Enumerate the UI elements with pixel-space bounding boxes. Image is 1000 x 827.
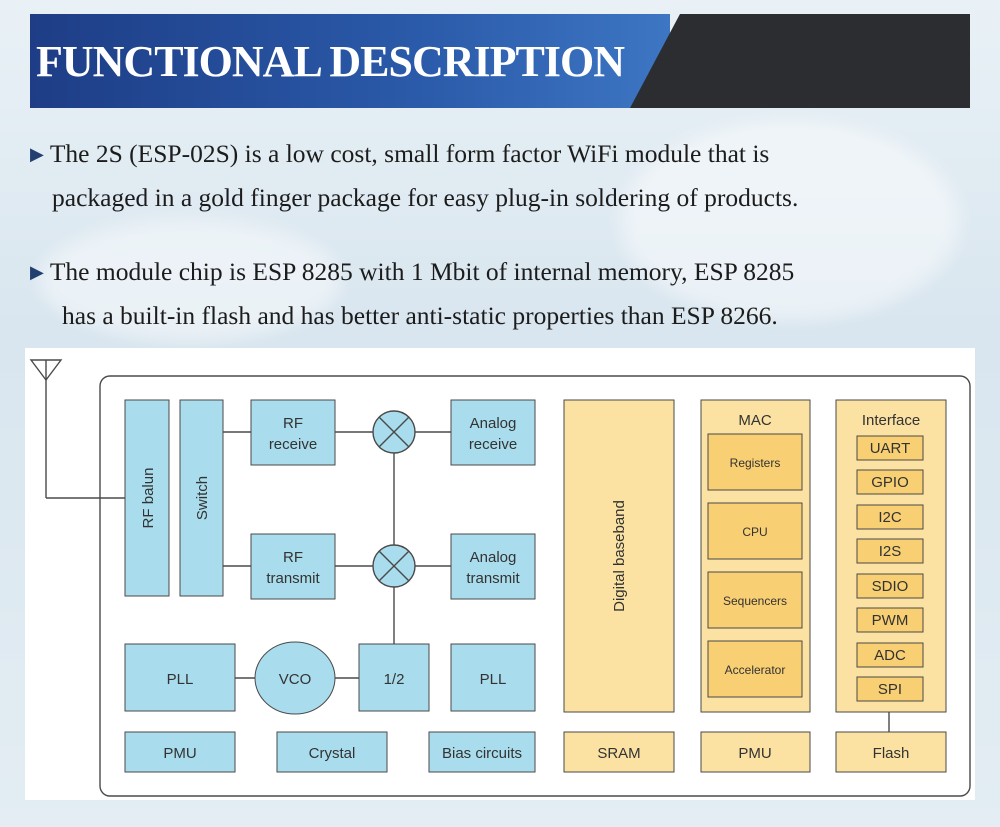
interface-item-label: SDIO [872, 578, 909, 595]
interface-spi-block [856, 676, 924, 702]
flash-label: Flash [873, 745, 910, 762]
mac-item-label: Registers [730, 456, 781, 470]
analog-transmit-label: transmit [466, 570, 520, 587]
mac-item-label: Sequencers [723, 594, 787, 608]
interface-item-label: I2C [878, 509, 902, 526]
pll-left-block [124, 643, 236, 712]
paragraph-line: The 2S (ESP-02S) is a low cost, small fo… [49, 139, 770, 168]
paragraph-line: has a built-in flash and has better anti… [62, 301, 778, 330]
flash-block [835, 731, 947, 773]
switch-block [179, 399, 224, 597]
chip-border [99, 375, 971, 797]
background-highlight [40, 220, 340, 340]
analog-transmit-label: Analog [470, 549, 517, 566]
divider-label: 1/2 [384, 671, 405, 688]
paragraph-line: packaged in a gold finger package for ea… [52, 183, 799, 212]
paragraph-line: The module chip is ESP 8285 with 1 Mbit … [49, 257, 795, 286]
paragraph-1: ▶The 2S (ESP-02S) is a low cost, small f… [30, 132, 980, 220]
switch-label: Switch [194, 476, 211, 520]
interface-i2c-block [856, 504, 924, 530]
rf-transmit-block [250, 533, 336, 600]
analog-receive-block [450, 399, 536, 466]
pll-left-label: PLL [167, 671, 194, 688]
title-banner: FUNCTIONAL DESCRIPTION [30, 14, 970, 108]
rf-receive-label: receive [269, 436, 317, 453]
mac-item-label: CPU [742, 525, 767, 539]
interface-adc-block [856, 642, 924, 668]
interface-item-label: SPI [878, 681, 902, 698]
interface-gpio-block [856, 469, 924, 495]
vco-label: VCO [279, 671, 312, 688]
mac-registers-block [707, 433, 803, 491]
pmu-right-label: PMU [738, 745, 771, 762]
bias-circuits-block [428, 731, 536, 773]
pmu-left-label: PMU [163, 745, 196, 762]
mac-cpu-block [707, 502, 803, 560]
pmu-right-block [700, 731, 811, 773]
background-highlight [620, 120, 960, 320]
rf-balun-label: RF balun [140, 468, 157, 529]
banner-dark-band [630, 14, 970, 108]
pll-right-label: PLL [480, 671, 507, 688]
mac-item-label: Accelerator [725, 663, 786, 677]
analog-receive-label: receive [469, 436, 517, 453]
interface-item-label: UART [870, 440, 911, 457]
rf-transmit-label: RF [283, 549, 303, 566]
interface-i2s-block [856, 538, 924, 564]
triangle-right-icon: ▶ [30, 144, 44, 164]
bias-circuits-label: Bias circuits [442, 745, 522, 762]
interface-pwm-block [856, 607, 924, 633]
divider-block [358, 643, 430, 712]
sram-label: SRAM [597, 745, 640, 762]
sram-block [563, 731, 675, 773]
rf-transmit-label: transmit [266, 570, 320, 587]
triangle-right-icon: ▶ [30, 262, 44, 282]
block-diagram-svg: RF balun Switch RF receive RF transmit A… [29, 359, 971, 797]
analog-transmit-block [450, 533, 536, 600]
interface-title: Interface [862, 412, 920, 429]
rf-balun-block [124, 399, 170, 597]
analog-receive-label: Analog [470, 415, 517, 432]
interface-item-label: PWM [872, 612, 909, 629]
pmu-left-block [124, 731, 236, 773]
paragraph-2: ▶The module chip is ESP 8285 with 1 Mbit… [30, 250, 980, 338]
interface-item-label: I2S [879, 543, 902, 560]
mac-title: MAC [738, 412, 772, 429]
mac-accelerator-block [707, 640, 803, 698]
interface-item-label: ADC [874, 647, 906, 664]
rf-receive-label: RF [283, 415, 303, 432]
digital-baseband-label: Digital baseband [611, 500, 628, 612]
vco-block [254, 641, 336, 715]
mac-sequencers-block [707, 571, 803, 629]
crystal-label: Crystal [309, 745, 356, 762]
digital-baseband-block [563, 399, 675, 713]
interface-uart-block [856, 435, 924, 461]
page-title: FUNCTIONAL DESCRIPTION [36, 37, 625, 86]
interface-sdio-block [856, 573, 924, 599]
crystal-block [276, 731, 388, 773]
pll-right-block [450, 643, 536, 712]
interface-item-label: GPIO [871, 474, 909, 491]
banner-blue-band [30, 14, 670, 108]
rf-receive-block [250, 399, 336, 466]
block-diagram: RF balun Switch RF receive RF transmit A… [25, 348, 975, 800]
